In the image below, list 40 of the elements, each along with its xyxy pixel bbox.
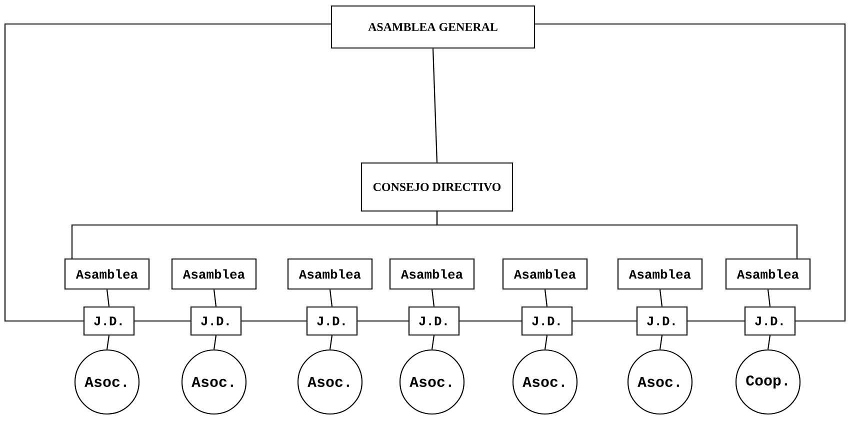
org-box: J.D. <box>744 306 796 336</box>
org-box: J.D. <box>190 306 242 336</box>
connector-line <box>436 212 798 259</box>
org-box: J.D. <box>521 306 573 336</box>
connector-line <box>767 335 771 350</box>
connector-line <box>4 23 331 322</box>
connector-line <box>213 289 217 307</box>
connector-line <box>535 23 846 322</box>
org-box: J.D. <box>306 306 358 336</box>
org-box: J.D. <box>408 306 460 336</box>
org-box: CONSEJO DIRECTIVO <box>360 162 514 212</box>
org-box: Asamblea <box>389 258 475 290</box>
connector-line <box>659 289 663 307</box>
org-box: J.D. <box>83 306 135 336</box>
connector-line <box>242 320 306 322</box>
org-box: Asamblea <box>502 258 588 290</box>
connector-line <box>431 335 435 350</box>
connector-line <box>544 289 548 307</box>
connector-line <box>106 335 110 350</box>
connector-line <box>767 289 771 307</box>
connector-line <box>329 335 333 350</box>
connector-line <box>544 335 548 350</box>
connector-line <box>213 335 217 350</box>
org-box: Asamblea <box>64 258 150 290</box>
connector-line <box>106 289 110 307</box>
connector-line <box>659 335 663 350</box>
connector-line <box>358 320 408 322</box>
connector-line <box>572 320 636 322</box>
org-box: Asamblea <box>287 258 373 290</box>
connector-line <box>329 289 333 307</box>
org-box: J.D. <box>636 306 688 336</box>
connector-line <box>134 320 190 322</box>
connector-line <box>432 48 438 162</box>
connector-line <box>431 289 435 307</box>
org-box: Asamblea <box>725 258 811 290</box>
connector-line <box>688 320 744 322</box>
connector-line <box>460 320 522 322</box>
org-box: Asamblea <box>617 258 703 290</box>
org-box: Asamblea <box>171 258 257 290</box>
org-box: ASAMBLEA GENERAL <box>330 5 536 49</box>
